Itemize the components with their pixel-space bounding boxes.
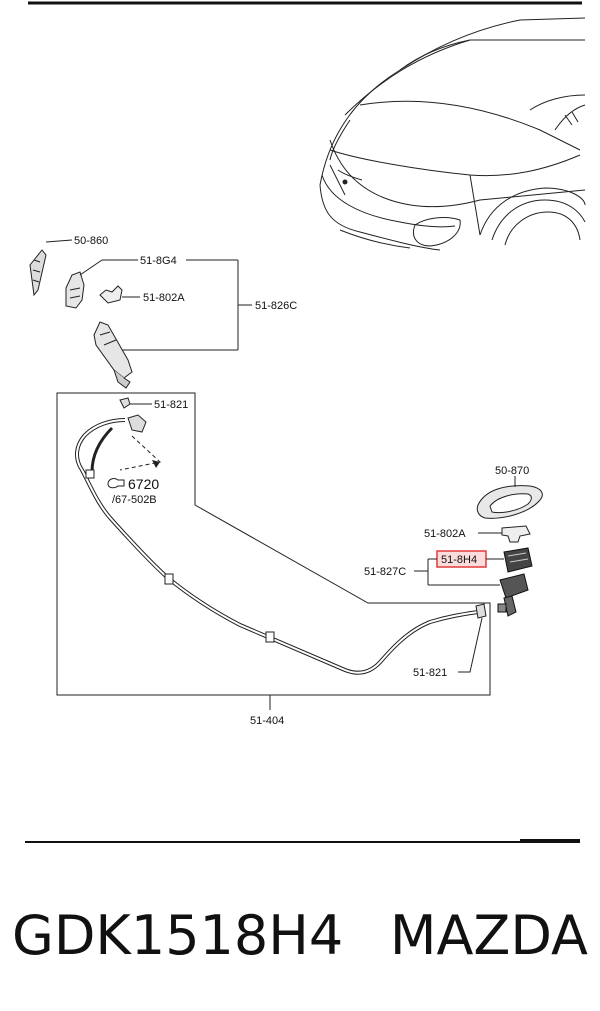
- part-51-826C-actuator: [93, 321, 133, 389]
- leader-50-860: [45, 239, 73, 243]
- part-51-802A-top: [99, 285, 123, 304]
- ref-arrow-head: [152, 460, 160, 468]
- leader-51-8G4: [79, 259, 103, 276]
- label-51-802A-top: 51-802A: [143, 292, 185, 304]
- part-50-860: [29, 249, 47, 297]
- part-51-802A-right: [501, 525, 531, 543]
- label-51-827C: 51-827C: [364, 566, 406, 578]
- box-51-404: [56, 392, 491, 696]
- caption: GDK1518H4 MAZDA: [12, 895, 588, 975]
- label-51-826C: 51-826C: [255, 300, 297, 312]
- washer-hose-branch: [90, 426, 114, 473]
- label-50-870: 50-870: [495, 465, 529, 477]
- part-50-870: [476, 485, 543, 519]
- label-ref-67-502B: /67-502B: [112, 494, 157, 506]
- car-illustration: [319, 17, 586, 251]
- leader-51-821-bottom: [458, 617, 483, 673]
- label-ref-6720: 6720: [128, 476, 159, 492]
- caption-brand: MAZDA: [389, 903, 588, 967]
- part-51-821-top: [119, 397, 147, 433]
- hose-clip-1: [164, 573, 174, 585]
- label-51-8H4: 51-8H4: [441, 554, 477, 566]
- connector-ref-icon: [107, 478, 125, 489]
- part-51-8H4-nozzle: [497, 547, 533, 617]
- label-51-821-bottom: 51-821: [413, 667, 447, 679]
- label-51-821-top: 51-821: [154, 399, 188, 411]
- part-51-821-bottom: [475, 603, 487, 619]
- ref-dashed-arrow: [119, 435, 162, 471]
- washer-hose-inner: [76, 419, 479, 674]
- label-50-860: 50-860: [74, 235, 108, 247]
- hose-clip-3: [85, 469, 95, 479]
- part-51-8G4: [65, 271, 85, 309]
- label-51-8G4: 51-8G4: [140, 255, 177, 267]
- label-51-404: 51-404: [250, 715, 284, 727]
- hose-clip-2: [265, 631, 275, 643]
- label-51-802A-right: 51-802A: [424, 528, 466, 540]
- caption-part-number: GDK1518H4: [12, 903, 344, 967]
